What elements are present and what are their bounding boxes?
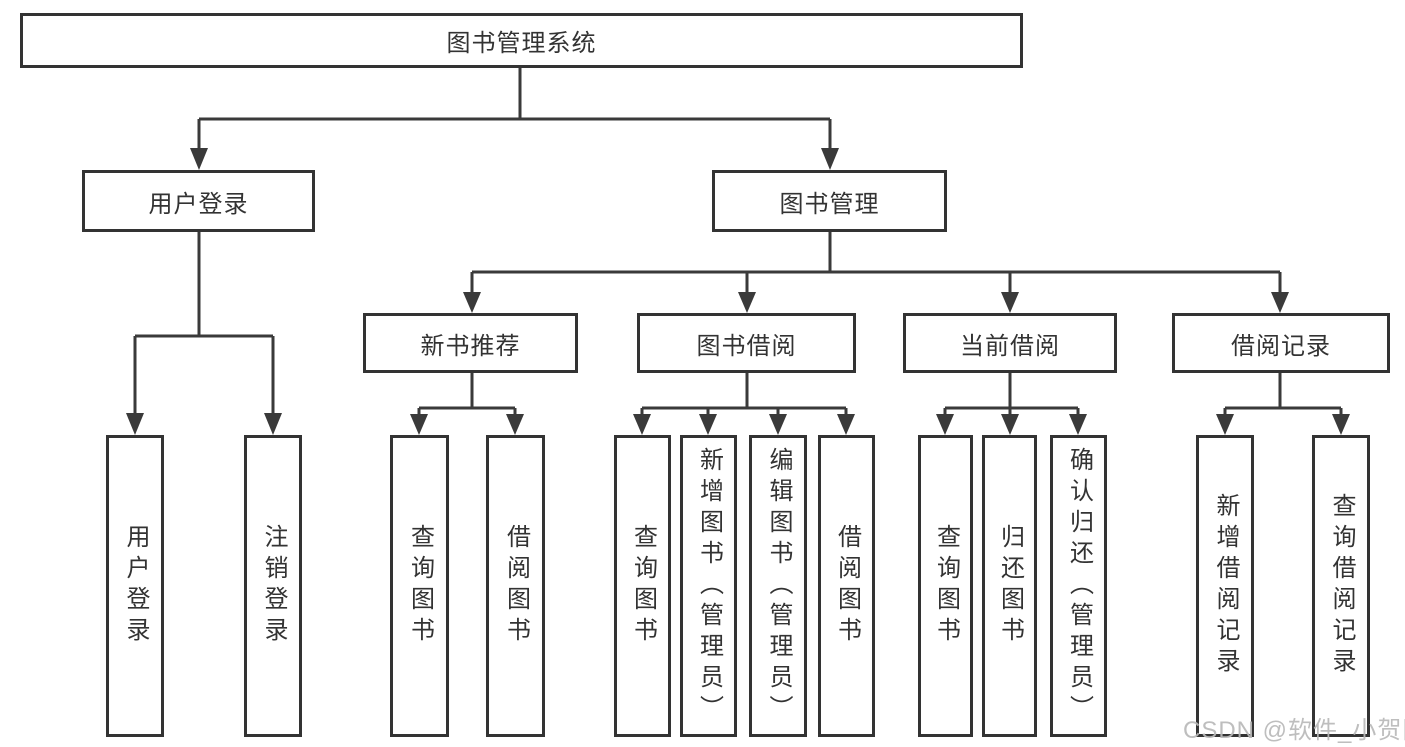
node-label: 借阅图书 [833, 524, 861, 648]
leaf-logout: 注销登录 [244, 435, 302, 737]
node-label: 归还图书 [996, 524, 1024, 648]
leaf-user-login: 用户登录 [106, 435, 164, 737]
node-label: 当前借阅 [960, 332, 1060, 360]
node-label: 新增图书（管理员） [695, 446, 723, 726]
node-label: 新增借阅记录 [1212, 493, 1239, 679]
node-label: 图书管理系统 [446, 30, 597, 57]
node-label: 用户登录 [148, 190, 249, 218]
node-label: 借阅图书 [502, 524, 530, 648]
node-label: 注销登录 [260, 524, 287, 648]
node-label: 查询图书 [629, 524, 657, 648]
node-label: 图书管理 [779, 190, 880, 218]
node-label: 查询借阅记录 [1328, 493, 1355, 679]
leaf-search-books-current: 查询图书 [918, 435, 973, 737]
node-label: 用户登录 [122, 524, 149, 648]
leaf-search-borrow-record: 查询借阅记录 [1312, 435, 1370, 737]
node-label: 新书推荐 [420, 332, 521, 360]
node-new-book-recommendation: 新书推荐 [363, 313, 578, 373]
node-label: 图书借阅 [696, 332, 797, 360]
node-library-management-system: 图书管理系统 [20, 13, 1023, 68]
leaf-edit-books-admin: 编辑图书（管理员） [749, 435, 807, 737]
node-label: 借阅记录 [1231, 332, 1331, 360]
leaf-confirm-return-admin: 确认归还（管理员） [1050, 435, 1107, 737]
node-current-borrowing: 当前借阅 [903, 313, 1117, 373]
watermark: CSDN @软件_小贺同学 [1183, 717, 1405, 744]
leaf-borrow-books-recommendation: 借阅图书 [486, 435, 545, 737]
node-borrowing-records: 借阅记录 [1172, 313, 1390, 373]
node-book-management: 图书管理 [712, 170, 947, 232]
leaf-search-books-borrowing: 查询图书 [614, 435, 671, 737]
leaf-borrow-books: 借阅图书 [818, 435, 875, 737]
node-user-login: 用户登录 [82, 170, 315, 232]
leaf-search-books-recommendation: 查询图书 [390, 435, 449, 737]
leaf-add-borrow-record: 新增借阅记录 [1196, 435, 1254, 737]
node-book-borrowing: 图书借阅 [637, 313, 856, 373]
node-label: 查询图书 [932, 524, 960, 648]
leaf-return-books: 归还图书 [982, 435, 1037, 737]
leaf-add-books-admin: 新增图书（管理员） [680, 435, 737, 737]
node-label: 确认归还（管理员） [1065, 446, 1093, 726]
arrowhead-icons [126, 148, 1350, 435]
node-label: 编辑图书（管理员） [765, 446, 792, 726]
node-label: 查询图书 [406, 524, 434, 648]
